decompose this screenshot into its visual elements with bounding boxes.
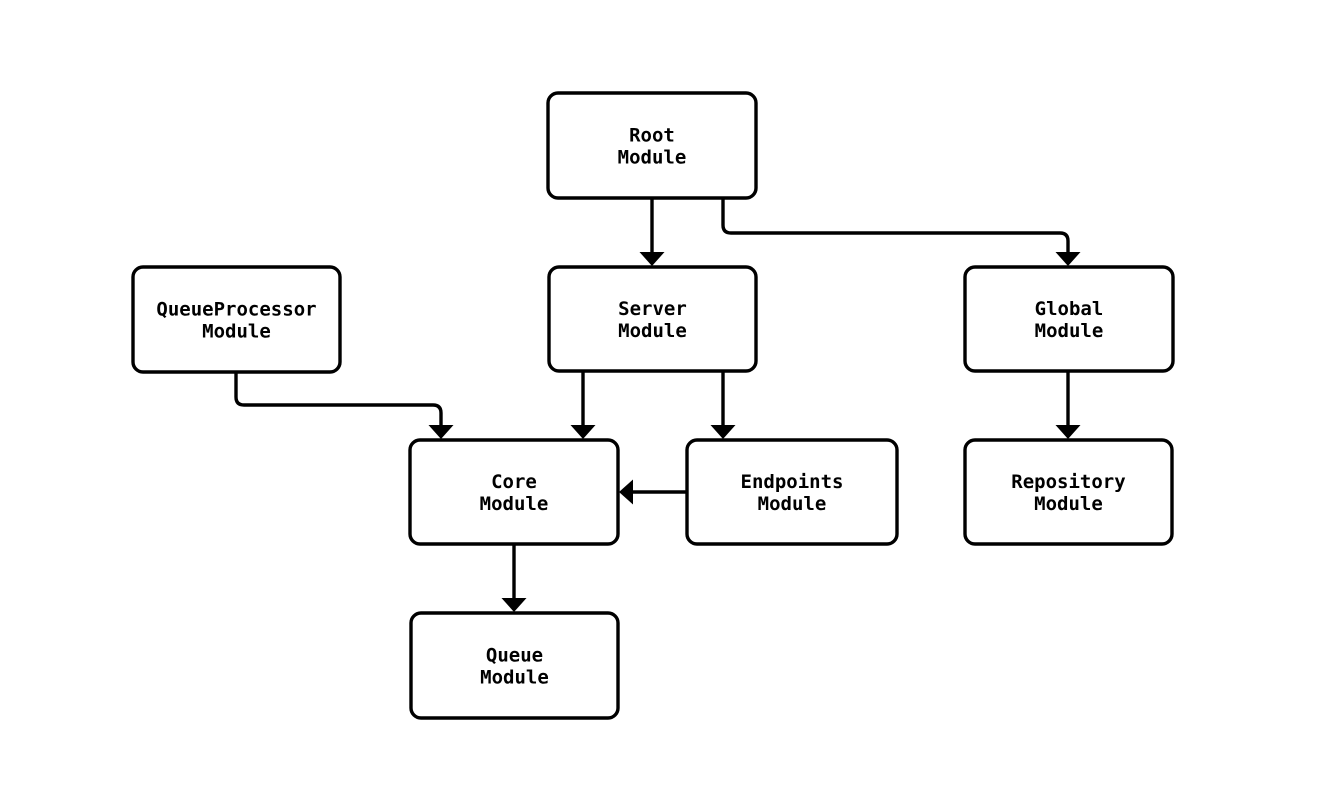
node-global-label-line-2: Module — [1035, 320, 1104, 342]
node-endpoints-label-line-2: Module — [758, 493, 827, 515]
node-core-label-line-1: Core — [491, 471, 537, 493]
node-queue-label-line-1: Queue — [486, 645, 543, 667]
edges-layer — [234, 198, 1081, 612]
node-queueprocessor-label-line-1: QueueProcessor — [156, 299, 316, 321]
node-server-label-line-2: Module — [618, 320, 687, 342]
arrowhead-queueprocessor-to-core — [428, 425, 454, 439]
node-root-box — [546, 91, 758, 200]
arrowhead-root-to-server — [639, 252, 665, 266]
node-server-box — [547, 265, 758, 373]
node-global-box — [963, 265, 1175, 373]
node-global-label-line-1: Global — [1035, 298, 1104, 320]
node-endpoints-box — [685, 438, 899, 546]
node-endpoints-label-line-1: Endpoints — [741, 471, 844, 493]
node-root-label-line-1: Root — [629, 125, 675, 147]
arrowhead-server-to-endpoints — [710, 425, 736, 439]
edge-queueprocessor-to-core — [234, 372, 443, 425]
node-server-label-line-1: Server — [618, 298, 687, 320]
edge-root-to-global — [721, 198, 1070, 252]
arrowhead-global-to-repository — [1055, 425, 1081, 439]
node-root-label-line-2: Module — [618, 147, 687, 169]
node-queue-label-line-2: Module — [480, 667, 549, 689]
arrowhead-endpoints-to-core — [619, 479, 633, 505]
arrowhead-core-to-queue — [501, 598, 527, 612]
node-repository-box — [963, 438, 1174, 546]
node-core-label-line-2: Module — [480, 493, 549, 515]
node-core-box — [408, 438, 620, 546]
node-repository-label-line-1: Repository — [1011, 471, 1125, 493]
node-queueprocessor-box — [131, 265, 342, 374]
node-queue-box — [409, 611, 620, 720]
arrowhead-root-to-global — [1055, 252, 1081, 266]
node-repository-label-line-2: Module — [1034, 493, 1103, 515]
node-queueprocessor-label-line-2: Module — [202, 321, 271, 343]
arrowhead-server-to-core — [570, 425, 596, 439]
